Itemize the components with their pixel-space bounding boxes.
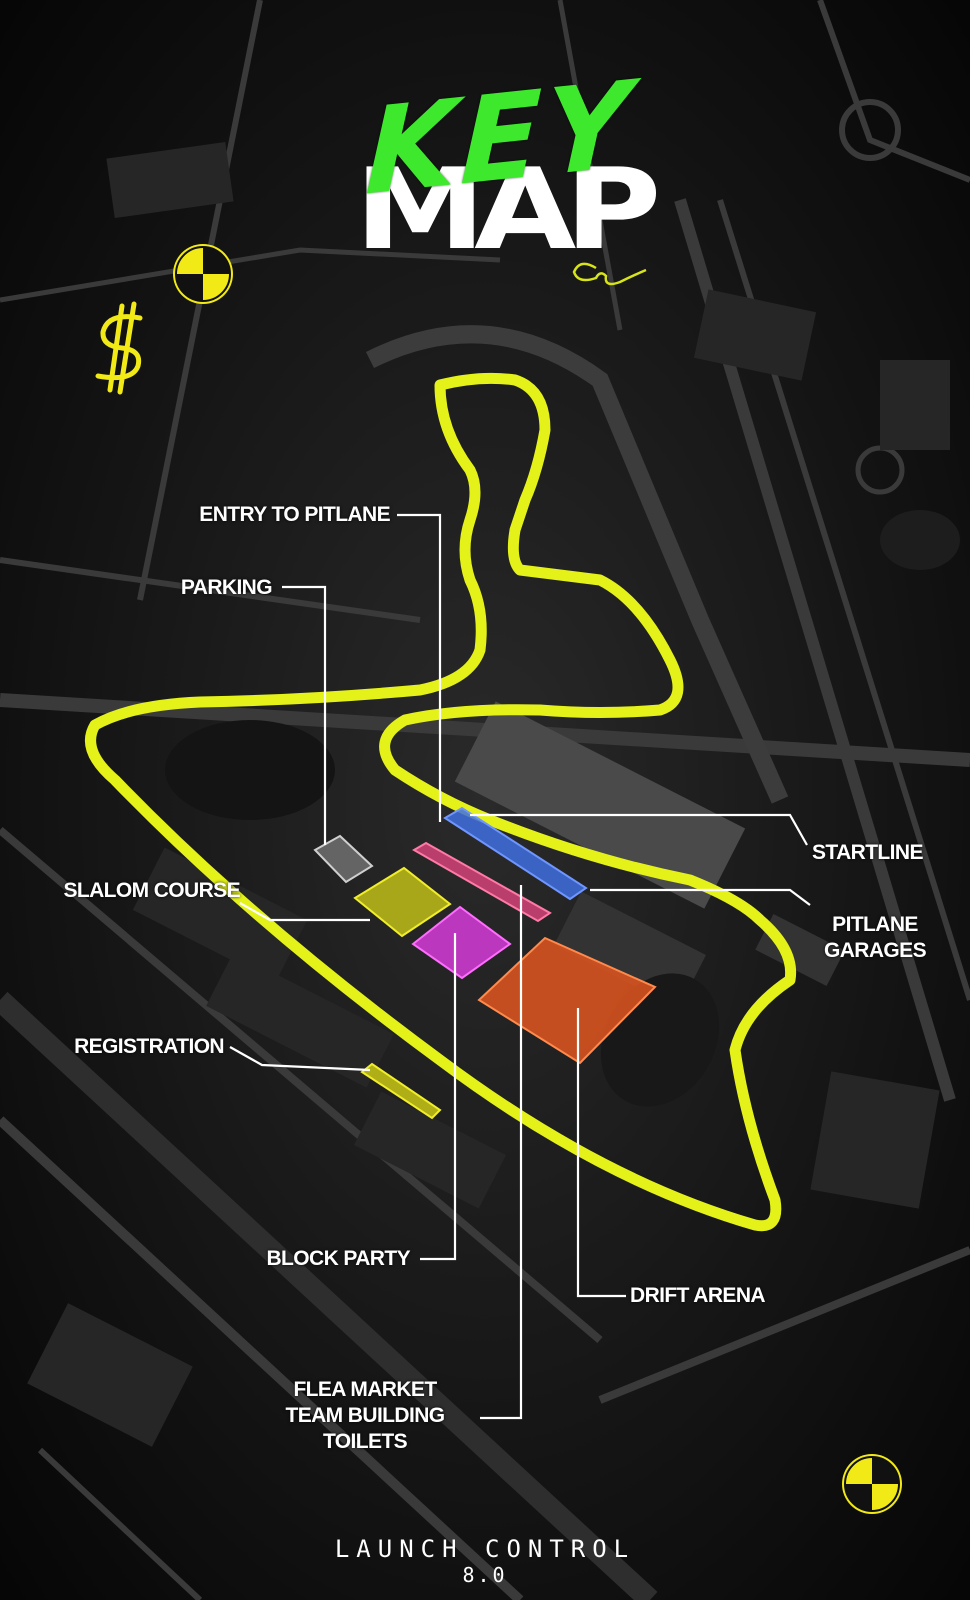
- crash-test-marker-icon: [173, 244, 233, 304]
- event-version: 8.0: [462, 1563, 508, 1587]
- zone-pitlane-garages[interactable]: [443, 806, 588, 901]
- zone-registration[interactable]: [360, 1062, 442, 1120]
- aerial-blocks: [27, 141, 960, 1447]
- title-key: KEY: [363, 54, 637, 222]
- label-flea-team-toilets: FLEA MARKET TEAM BUILDING TOILETS: [260, 1377, 470, 1455]
- label-startline: STARTLINE: [812, 841, 923, 864]
- zone-slalom-course[interactable]: [353, 866, 452, 938]
- label-slalom-course: SLALOM COURSE: [63, 879, 240, 902]
- label-block-party: BLOCK PARTY: [266, 1247, 410, 1270]
- label-parking: PARKING: [180, 576, 273, 599]
- label-team-building: TEAM BUILDING: [285, 1404, 445, 1427]
- label-pitlane-garages: PITLANE GARAGES: [800, 912, 950, 964]
- label-pitlane: PITLANE: [832, 913, 918, 936]
- label-garages: GARAGES: [824, 939, 927, 962]
- leader-lines: [229, 513, 811, 1420]
- dollar-doodle-icon: [95, 301, 143, 395]
- label-entry-to-pitlane: ENTRY TO PITLANE: [199, 503, 390, 526]
- label-flea-market: FLEA MARKET: [293, 1378, 437, 1401]
- race-track-outline: [85, 372, 797, 1232]
- label-registration: REGISTRATION: [74, 1035, 225, 1058]
- zone-parking[interactable]: [313, 834, 374, 884]
- event-name: LAUNCH CONTROL: [334, 1535, 636, 1563]
- signature-doodle-icon: [572, 262, 647, 286]
- label-drift-arena: DRIFT ARENA: [630, 1284, 766, 1307]
- crash-test-marker-icon: [842, 1454, 902, 1514]
- event-logo: LAUNCH CONTROL 8.0: [0, 1537, 970, 1587]
- zone-drift-arena[interactable]: [477, 936, 657, 1065]
- zone-block-party[interactable]: [411, 905, 512, 980]
- zone-flea-market[interactable]: [412, 841, 552, 923]
- title-map: MAP: [354, 145, 661, 275]
- label-toilets: TOILETS: [322, 1430, 408, 1453]
